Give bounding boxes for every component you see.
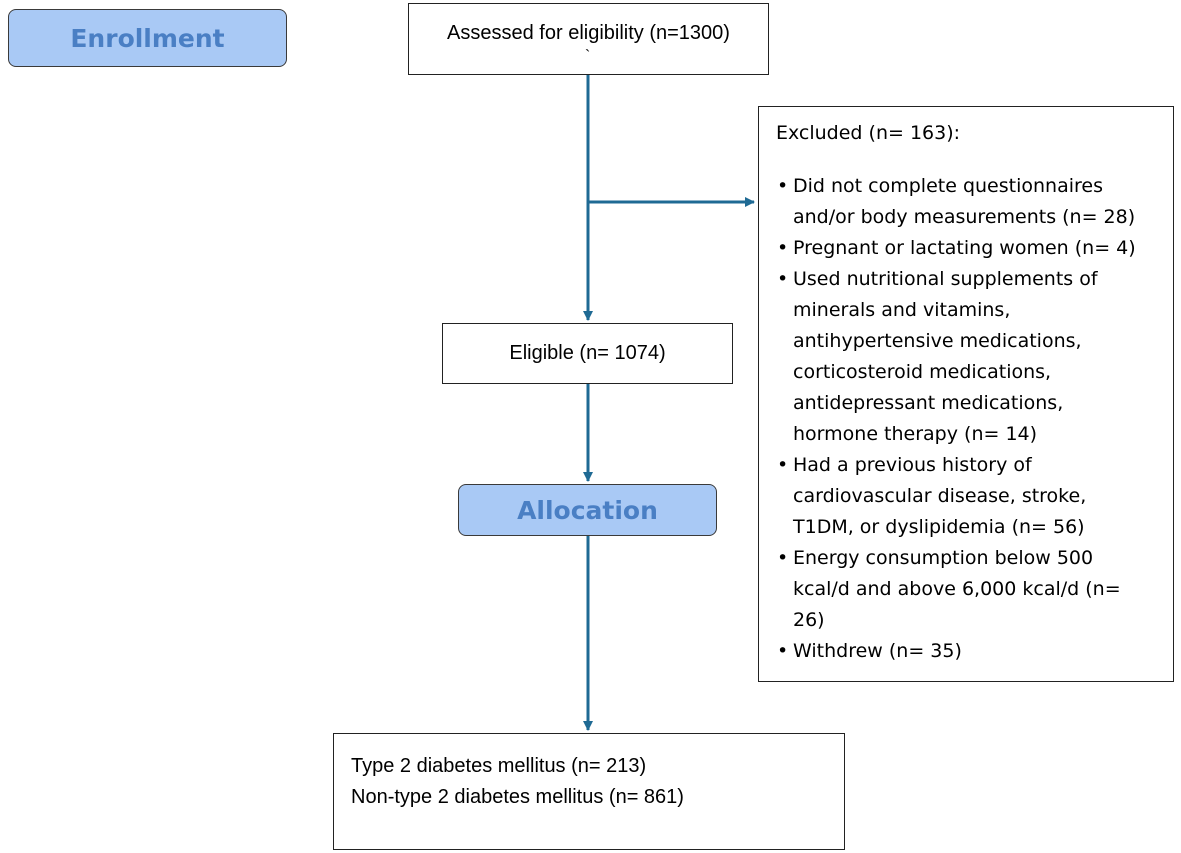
bullet-icon: •	[777, 454, 789, 476]
excluded-reason-line: Did not complete questionnaires	[793, 175, 1103, 197]
excluded-reason-line: and/or body measurements (n= 28)	[793, 206, 1136, 228]
assessed-box: Assessed for eligibility (n=1300) `	[408, 3, 769, 75]
excluded-reason-line: hormone therapy (n= 14)	[793, 423, 1038, 445]
eligible-text: Eligible (n= 1074)	[509, 342, 666, 364]
excluded-reason-line: cardiovascular disease, stroke,	[793, 485, 1087, 507]
excluded-reason-line: antihypertensive medications,	[793, 330, 1082, 352]
excluded-reason-line: Withdrew (n= 35)	[793, 640, 962, 662]
excluded-reason-item: •Used nutritional supplements of minerals…	[777, 264, 1165, 450]
excluded-box: Excluded (n= 163): •Did not complete que…	[758, 106, 1174, 682]
bullet-icon: •	[777, 237, 789, 259]
excluded-reason-line: Had a previous history of	[793, 454, 1032, 476]
excluded-reason-item: •Had a previous history of cardiovascular…	[777, 450, 1165, 543]
eligible-box: Eligible (n= 1074)	[442, 323, 733, 384]
excluded-reason-line: 26)	[793, 609, 825, 631]
assessed-text: Assessed for eligibility (n=1300)	[447, 22, 730, 44]
bullet-icon: •	[777, 175, 789, 197]
allocation-stage-label: Allocation	[458, 484, 717, 536]
bullet-icon: •	[777, 268, 789, 290]
excluded-reason-item: •Did not complete questionnaires and/or b…	[777, 171, 1165, 233]
excluded-reason-line: corticosteroid medications,	[793, 361, 1052, 383]
excluded-title: Excluded (n= 163):	[776, 122, 961, 144]
excluded-reason-line: antidepressant medications,	[793, 392, 1064, 414]
excluded-reason-line: kcal/d and above 6,000 kcal/d (n=	[793, 578, 1121, 600]
excluded-reason-line: minerals and vitamins,	[793, 299, 1011, 321]
assessed-stray-mark: `	[585, 48, 591, 65]
excluded-reason-line: Pregnant or lactating women (n= 4)	[793, 237, 1136, 259]
result-non-t2dm-line: Non-type 2 diabetes mellitus (n= 861)	[351, 786, 684, 808]
bullet-icon: •	[777, 640, 789, 662]
result-box: Type 2 diabetes mellitus (n= 213) Non-ty…	[333, 733, 845, 850]
excluded-reason-item: •Pregnant or lactating women (n= 4)	[777, 233, 1165, 264]
excluded-reason-item: •Withdrew (n= 35)	[777, 636, 1165, 667]
bullet-icon: •	[777, 547, 789, 569]
excluded-reason-line: Used nutritional supplements of	[793, 268, 1098, 290]
result-t2dm-line: Type 2 diabetes mellitus (n= 213)	[351, 755, 647, 777]
excluded-reason-item: •Energy consumption below 500 kcal/d and …	[777, 543, 1165, 636]
excluded-reason-line: T1DM, or dyslipidemia (n= 56)	[793, 516, 1085, 538]
enrollment-stage-label: Enrollment	[8, 9, 287, 67]
excluded-reason-line: Energy consumption below 500	[793, 547, 1094, 569]
